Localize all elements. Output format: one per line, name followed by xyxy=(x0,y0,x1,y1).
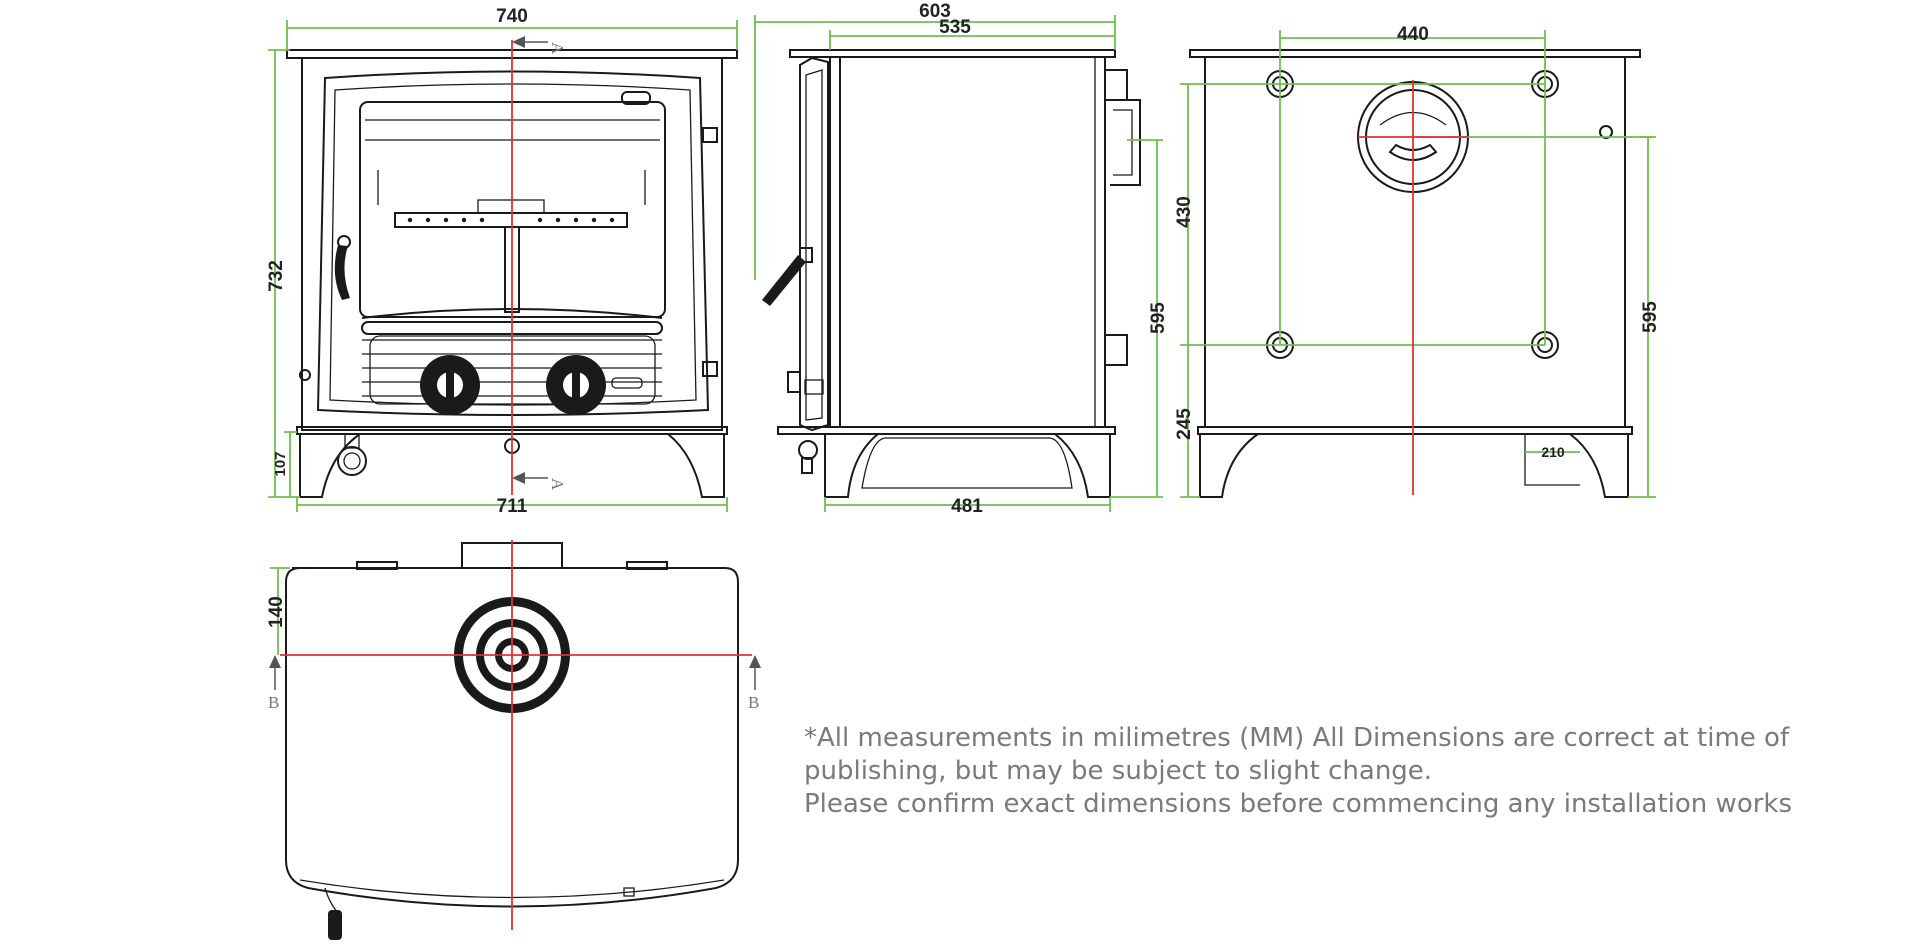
front-leg-height-dimension: 107 xyxy=(272,451,289,476)
rear-flue-centres-dimension: 440 xyxy=(1397,24,1429,45)
top-plan-view: B B 140 xyxy=(266,540,761,940)
rear-leg-offset-dimension: 210 xyxy=(1541,444,1565,460)
rear-bracket-vertical-dimension: 430 xyxy=(1174,196,1195,228)
note-line-1: *All measurements in milimetres (MM) All… xyxy=(804,723,1790,753)
section-mark-b-right: B xyxy=(748,693,759,712)
section-mark-a-bottom: A xyxy=(548,478,567,491)
front-height-dimension: 732 xyxy=(266,260,287,292)
rear-elevation-view: 440 430 245 595 210 xyxy=(1174,24,1661,498)
side-flue-height-dimension: 595 xyxy=(1148,302,1169,334)
front-base-width-dimension: 711 xyxy=(497,496,528,517)
section-mark-b-left: B xyxy=(268,693,279,712)
side-body-depth-dimension: 535 xyxy=(939,17,971,38)
note-line-3: Please confirm exact dimensions before c… xyxy=(804,789,1793,819)
rear-flue-height-dimension: 595 xyxy=(1640,301,1661,333)
side-elevation-view: 603 535 481 595 xyxy=(754,1,1169,517)
top-flue-offset-dimension: 140 xyxy=(266,596,287,628)
section-mark-a-top: A xyxy=(548,42,567,55)
front-width-dimension: 740 xyxy=(496,6,528,27)
front-elevation-view: A A 740 711 732 107 xyxy=(266,6,738,517)
measurement-note: *All measurements in milimetres (MM) All… xyxy=(804,722,1904,821)
rear-base-to-bracket-dimension: 245 xyxy=(1174,408,1195,440)
side-leg-span-dimension: 481 xyxy=(951,496,983,517)
side-overall-depth-dimension: 603 xyxy=(919,1,951,22)
note-line-2: publishing, but may be subject to slight… xyxy=(804,756,1433,786)
